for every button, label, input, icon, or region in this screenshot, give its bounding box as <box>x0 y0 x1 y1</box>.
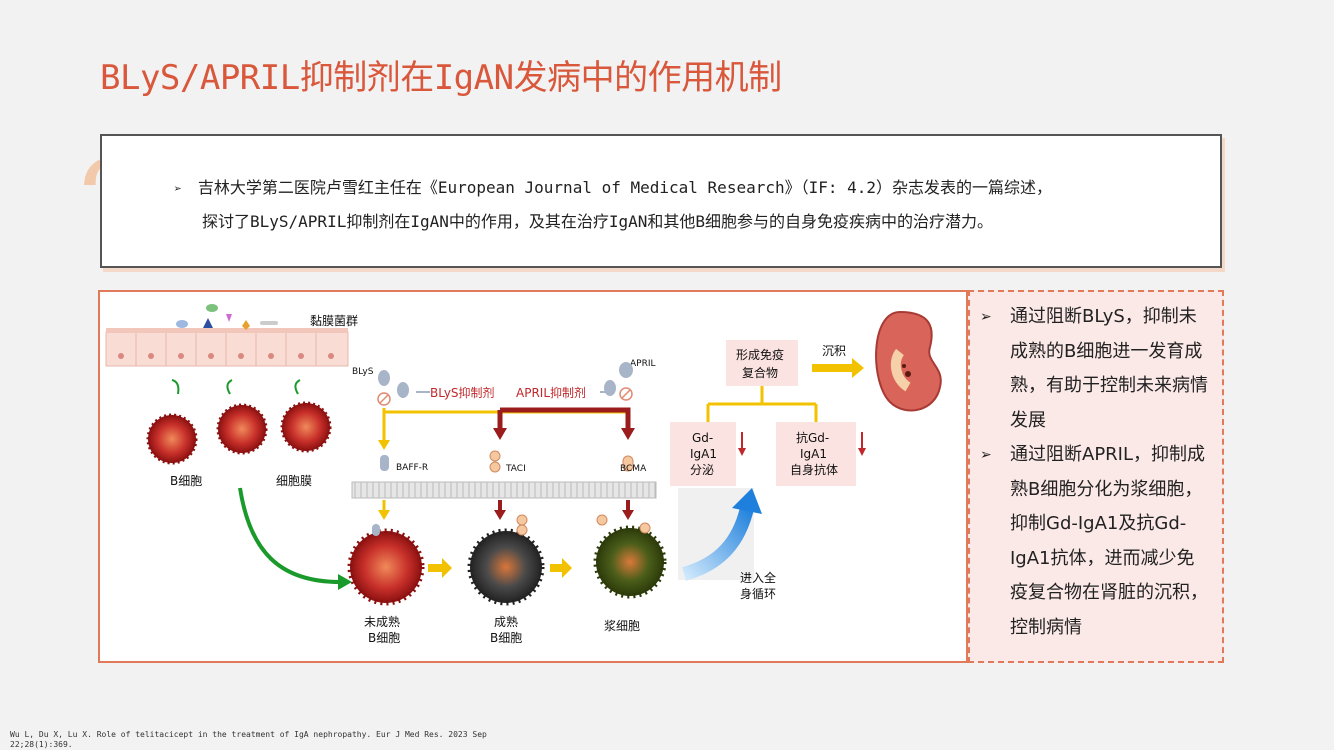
green-arrowhead <box>338 574 352 590</box>
mucosa-label: 黏膜菌群 <box>310 314 358 328</box>
april-label: APRIL <box>630 359 656 369</box>
quote-text-1: 吉林大学第二医院卢雪红主任在《European Journal of Medic… <box>197 178 1053 197</box>
bullet-arrow-icon: ➢ <box>980 447 992 463</box>
bullet-arrow-icon: ➢ <box>980 309 992 325</box>
immune-complex-1: 形成免疫 <box>736 347 784 362</box>
page-title: BLyS/APRIL抑制剂在IgAN发病中的作用机制 <box>100 58 782 98</box>
mature-label-2: B细胞 <box>490 631 522 645</box>
bcma-label: BCMA <box>620 464 647 474</box>
progress-arrow-2 <box>550 558 572 578</box>
deposit-label: 沉积 <box>822 344 846 358</box>
immune-complex-box <box>726 340 798 386</box>
b-cell-label: B细胞 <box>170 474 202 488</box>
quote-line-1: ➢ 吉林大学第二医院卢雪红主任在《European Journal of Medi… <box>174 174 1052 198</box>
green-curve-arrow <box>238 487 341 584</box>
mature-b-cell-icon <box>467 514 545 606</box>
taci-arrowhead <box>493 428 507 440</box>
down-red-arrowhead-2 <box>858 448 866 456</box>
gd-secrete-box <box>670 422 736 486</box>
blys-label: BLyS <box>352 367 374 377</box>
mechanism-diagram: 黏膜菌群 B细胞 细胞膜 BLyS APRIL BLyS抑制剂 <box>105 304 942 645</box>
quote-box: ➢ 吉林大学第二医院卢雪红主任在《European Journal of Medi… <box>100 134 1222 268</box>
down-red-arrowhead-1 <box>738 448 746 456</box>
immature-b-cell-icon <box>347 524 425 606</box>
baffr-label: BAFF-R <box>396 463 428 473</box>
progress-arrow-1 <box>428 558 452 578</box>
blys-inhibitor-label: BLyS抑制剂 <box>430 385 495 400</box>
immature-label-1: 未成熟 <box>364 614 400 629</box>
taci-receptor-icon <box>489 450 501 473</box>
microbe-icons <box>176 304 278 330</box>
circulation-1: 进入全 <box>740 570 776 585</box>
anti-gd-2: IgA1 <box>800 447 827 461</box>
anti-gd-box <box>776 422 856 486</box>
darkred-down-arrowhead-2 <box>622 510 634 520</box>
immune-complex-2: 复合物 <box>742 365 778 380</box>
b-cell-icons <box>146 401 332 465</box>
blys-ligand-icon <box>377 370 409 406</box>
summary-text-1: 通过阻断BLyS，抑制未成熟的B细胞进一发育成熟，有助于控制未来病情发展 <box>1010 306 1208 431</box>
gd-secrete-1: Gd- <box>692 431 713 445</box>
anti-gd-3: 自身抗体 <box>790 462 838 477</box>
citation: Wu L, Du X, Lu X. Role of telitacicept i… <box>10 730 487 749</box>
mature-label-1: 成熟 <box>494 614 518 629</box>
taci-label: TACI <box>505 464 526 474</box>
summary-text-2: 通过阻断APRIL，抑制成熟B细胞分化为浆细胞，抑制Gd-IgA1及抗Gd-Ig… <box>1010 444 1208 638</box>
membrane-label: 细胞膜 <box>276 474 312 488</box>
plasma-cell-icon <box>593 514 667 599</box>
plasma-label: 浆细胞 <box>604 618 640 633</box>
quote-text-2: 探讨了BLyS/APRIL抑制剂在IgAN中的作用，及其在治疗IgAN和其他B细… <box>202 212 994 231</box>
mechanism-figure: 黏膜菌群 B细胞 细胞膜 BLyS APRIL BLyS抑制剂 <box>98 290 968 663</box>
circulation-2: 身循环 <box>740 586 776 601</box>
blue-arrowhead <box>732 488 762 514</box>
april-ligand-icon <box>604 362 633 401</box>
gd-secrete-3: 分泌 <box>690 463 714 477</box>
bullet-arrow-icon: ➢ <box>174 182 182 197</box>
tree-connector <box>706 386 818 422</box>
blys-arrowhead <box>378 440 390 450</box>
yellow-down-arrowhead <box>378 510 390 520</box>
cell-membrane <box>351 481 657 499</box>
immature-label-2: B细胞 <box>368 631 400 645</box>
green-arrows <box>171 379 301 395</box>
bcma-arrow <box>500 407 631 432</box>
bcma-arrowhead <box>621 428 635 440</box>
bcma-receptor-icon <box>622 455 634 472</box>
deposit-arrow <box>812 358 864 378</box>
april-inhibitor-label: APRIL抑制剂 <box>516 385 586 400</box>
anti-gd-1: 抗Gd- <box>796 430 829 445</box>
summary-panel: ➢ 通过阻断BLyS，抑制未成熟的B细胞进一发育成熟，有助于控制未来病情发展 ➢… <box>968 290 1224 663</box>
summary-item-blys: ➢ 通过阻断BLyS，抑制未成熟的B细胞进一发育成熟，有助于控制未来病情发展 <box>980 300 1210 438</box>
gd-secrete-2: IgA1 <box>690 447 717 461</box>
kidney-icon <box>875 310 942 412</box>
epithelium <box>105 328 349 367</box>
blue-up-arrow <box>681 502 755 581</box>
summary-item-april: ➢ 通过阻断APRIL，抑制成熟B细胞分化为浆细胞，抑制Gd-IgA1及抗Gd-… <box>980 438 1210 645</box>
baff-r-receptor-icon <box>380 455 389 471</box>
darkred-down-arrowhead-1 <box>494 510 506 520</box>
